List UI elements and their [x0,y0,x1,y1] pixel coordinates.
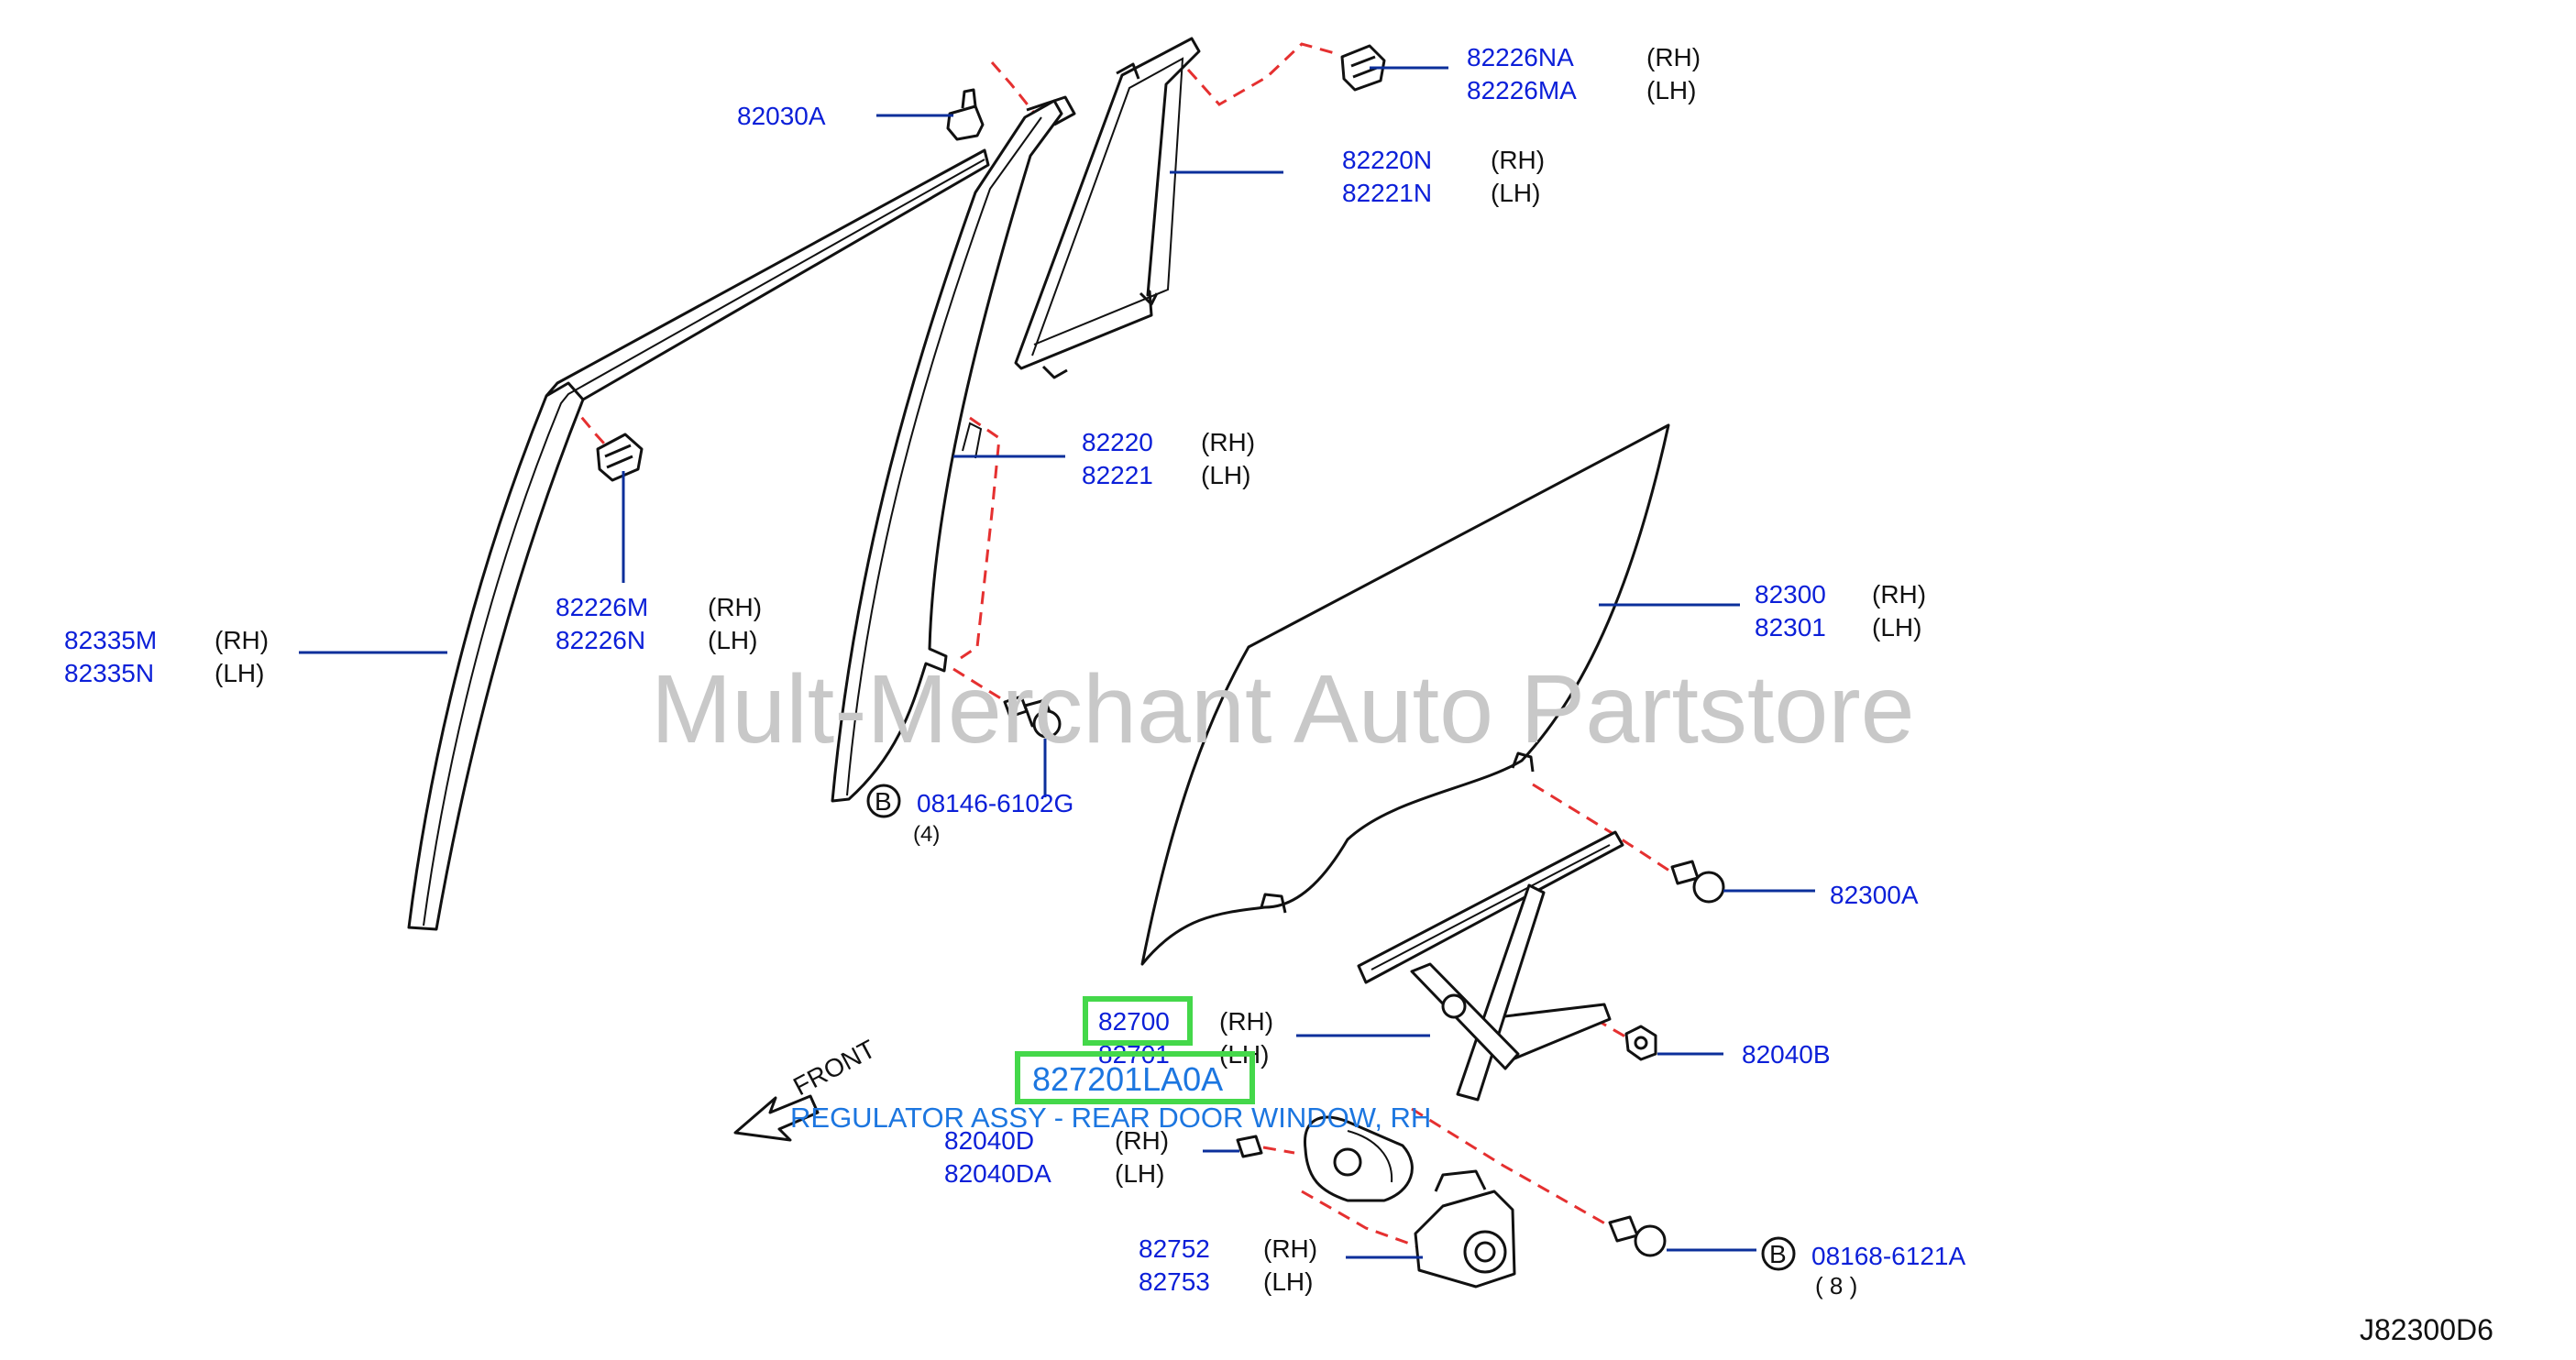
clip-82030a-stem [961,88,977,109]
side-82752: (RH) [1263,1234,1317,1263]
bolt-08146 [1003,695,1062,739]
dash-82040d-bolt [1262,1146,1295,1155]
leader-lines [299,66,1815,1259]
callout-82301[interactable]: 82301 [1755,613,1826,642]
callout-82700[interactable]: 82700 [1098,1007,1170,1036]
qty-08168: ( 8 ) [1815,1272,1857,1300]
callout-82030a[interactable]: 82030A [737,102,826,130]
side-82300: (RH) [1872,580,1926,609]
dash-82226na-clip [1186,42,1336,106]
callout-08168[interactable]: 08168-6121A [1811,1242,1965,1270]
side-82040d: (RH) [1115,1126,1169,1155]
callout-82220[interactable]: 82220 [1082,428,1153,456]
callout-82226na[interactable]: 82226NA [1467,43,1574,71]
callout-82300[interactable]: 82300 [1755,580,1826,609]
callouts: 82030A 82226NA (RH) 82226MA (LH) 82220N … [64,43,1965,1300]
bolt-82040d [1236,1135,1263,1158]
highlight-overlay: 827201LA0A REGULATOR ASSY - REAR DOOR WI… [790,996,1431,1134]
qty-08146: (4) [913,822,940,847]
circle-b-08168 [1761,1236,1796,1271]
dash-82220-sash [960,416,1001,660]
side-82335n: (LH) [215,659,264,687]
side-82226na: (RH) [1646,43,1701,71]
highlight-description: REGULATOR ASSY - REAR DOOR WINDOW, RH [790,1102,1431,1134]
partition-sash-82220n [1014,37,1201,379]
motor-82752 [1414,1169,1516,1289]
side-82335m: (RH) [215,626,269,654]
watermark: Mult-Merchant Auto Partstore [651,655,1915,763]
side-82040da: (LH) [1115,1159,1164,1188]
dash-08146-bolt [952,667,1017,709]
assembly-dashed-lines [567,42,1679,1248]
circle-letter-08146: B [875,787,892,816]
bolt-08168 [1608,1215,1667,1257]
callout-82040b[interactable]: 82040B [1742,1040,1831,1069]
side-82226m: (RH) [708,593,762,621]
dash-08168-bolt [1411,1107,1624,1235]
side-82220: (RH) [1201,428,1255,456]
callout-82221[interactable]: 82221 [1082,461,1153,489]
callout-82335n[interactable]: 82335N [64,659,154,687]
front-label: FRONT [788,1035,880,1102]
side-82753: (LH) [1263,1267,1313,1296]
callout-82040d[interactable]: 82040D [944,1126,1034,1155]
dash-82226m-clip [567,400,616,456]
side-82700: (RH) [1219,1007,1273,1036]
callout-82335m[interactable]: 82335M [64,626,157,654]
door-glass-82300 [1140,423,1670,966]
clip-82030a [946,104,985,141]
side-82301: (LH) [1872,613,1921,642]
highlight-part-number[interactable]: 827201LA0A [1032,1060,1223,1098]
side-82221: (LH) [1201,461,1250,489]
side-82226n: (LH) [708,626,757,654]
front-arrow-icon [733,1094,820,1142]
callout-82220n[interactable]: 82220N [1342,146,1432,174]
clip-82226m-detail [604,444,633,469]
callout-82753[interactable]: 82753 [1139,1267,1210,1296]
side-82226ma: (LH) [1646,76,1696,104]
callout-82300a[interactable]: 82300A [1830,881,1919,909]
glass-run-82220 [831,95,1076,803]
side-82220n: (RH) [1491,146,1545,174]
callout-82752[interactable]: 82752 [1139,1234,1210,1263]
weatherstrip-82335 [407,148,990,931]
callout-82040da[interactable]: 82040DA [944,1159,1051,1188]
diagram-code: J82300D6 [2360,1313,2493,1346]
circle-b-08146 [866,784,901,818]
dash-82752-motor [1301,1190,1418,1248]
clip-82226na-detail [1350,55,1378,79]
callout-82226n[interactable]: 82226N [556,626,645,654]
callout-82226ma[interactable]: 82226MA [1467,76,1577,104]
nut-82040b [1624,1025,1657,1061]
callout-08146[interactable]: 08146-6102G [917,789,1073,817]
callout-82226m[interactable]: 82226M [556,593,648,621]
bolt-82300a [1670,860,1725,904]
highlight-box-82700 [1083,996,1193,1046]
highlight-box-part-number [1015,1051,1255,1104]
clip-82226m [596,433,644,482]
callout-82221n[interactable]: 82221N [1342,179,1432,207]
regulator-82700 [1304,830,1624,1202]
side-82221n: (LH) [1491,179,1540,207]
circle-letter-08168: B [1769,1240,1787,1268]
